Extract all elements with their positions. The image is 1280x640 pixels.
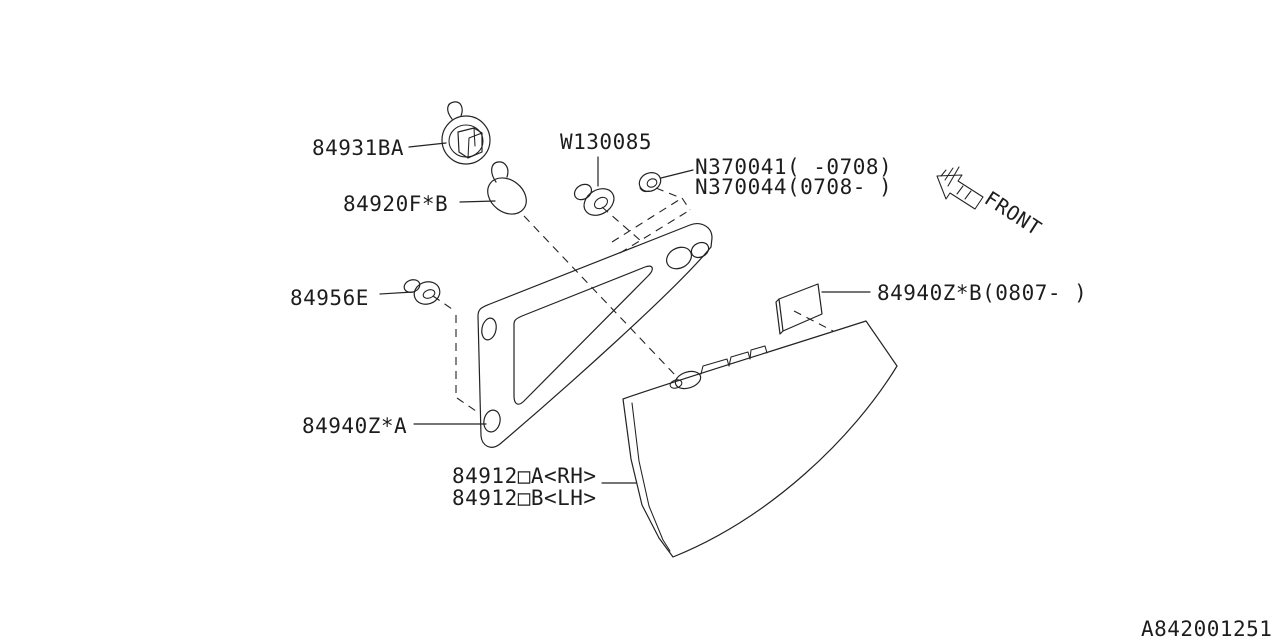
label-nut-late: N370044(0708- )	[695, 175, 892, 199]
label-screw: W130085	[560, 130, 652, 154]
label-front-direction: FRONT	[980, 186, 1046, 240]
part-labels: 84931BA W130085 N370041( -0708) N370044(…	[290, 130, 1272, 640]
label-grommet-screw: 84956E	[290, 286, 369, 310]
label-bulb-socket: 84931BA	[312, 136, 404, 160]
packing-gasket-part	[477, 223, 713, 448]
assembly-dashed-lines	[432, 187, 834, 412]
label-bulb: 84920F*B	[343, 192, 448, 216]
label-lens-lh: 84912□B<LH>	[452, 486, 597, 510]
label-packing: 84940Z*A	[302, 414, 407, 438]
label-nut-early: N370041( -0708)	[695, 155, 892, 179]
leader-lines	[379, 142, 871, 484]
label-pad: 84940Z*B(0807- )	[877, 281, 1087, 305]
front-arrow-icon	[936, 166, 984, 210]
screw-part	[573, 183, 615, 216]
pad-part	[775, 283, 823, 335]
grommet-screw-part	[403, 279, 441, 305]
label-lens-rh: 84912□A<RH>	[452, 464, 597, 488]
bulb-part	[487, 161, 527, 215]
drawing-number: A842001251	[1141, 617, 1272, 640]
lens-body-part	[622, 320, 898, 558]
bulb-socket-part	[441, 101, 491, 165]
nut-part	[638, 172, 662, 193]
